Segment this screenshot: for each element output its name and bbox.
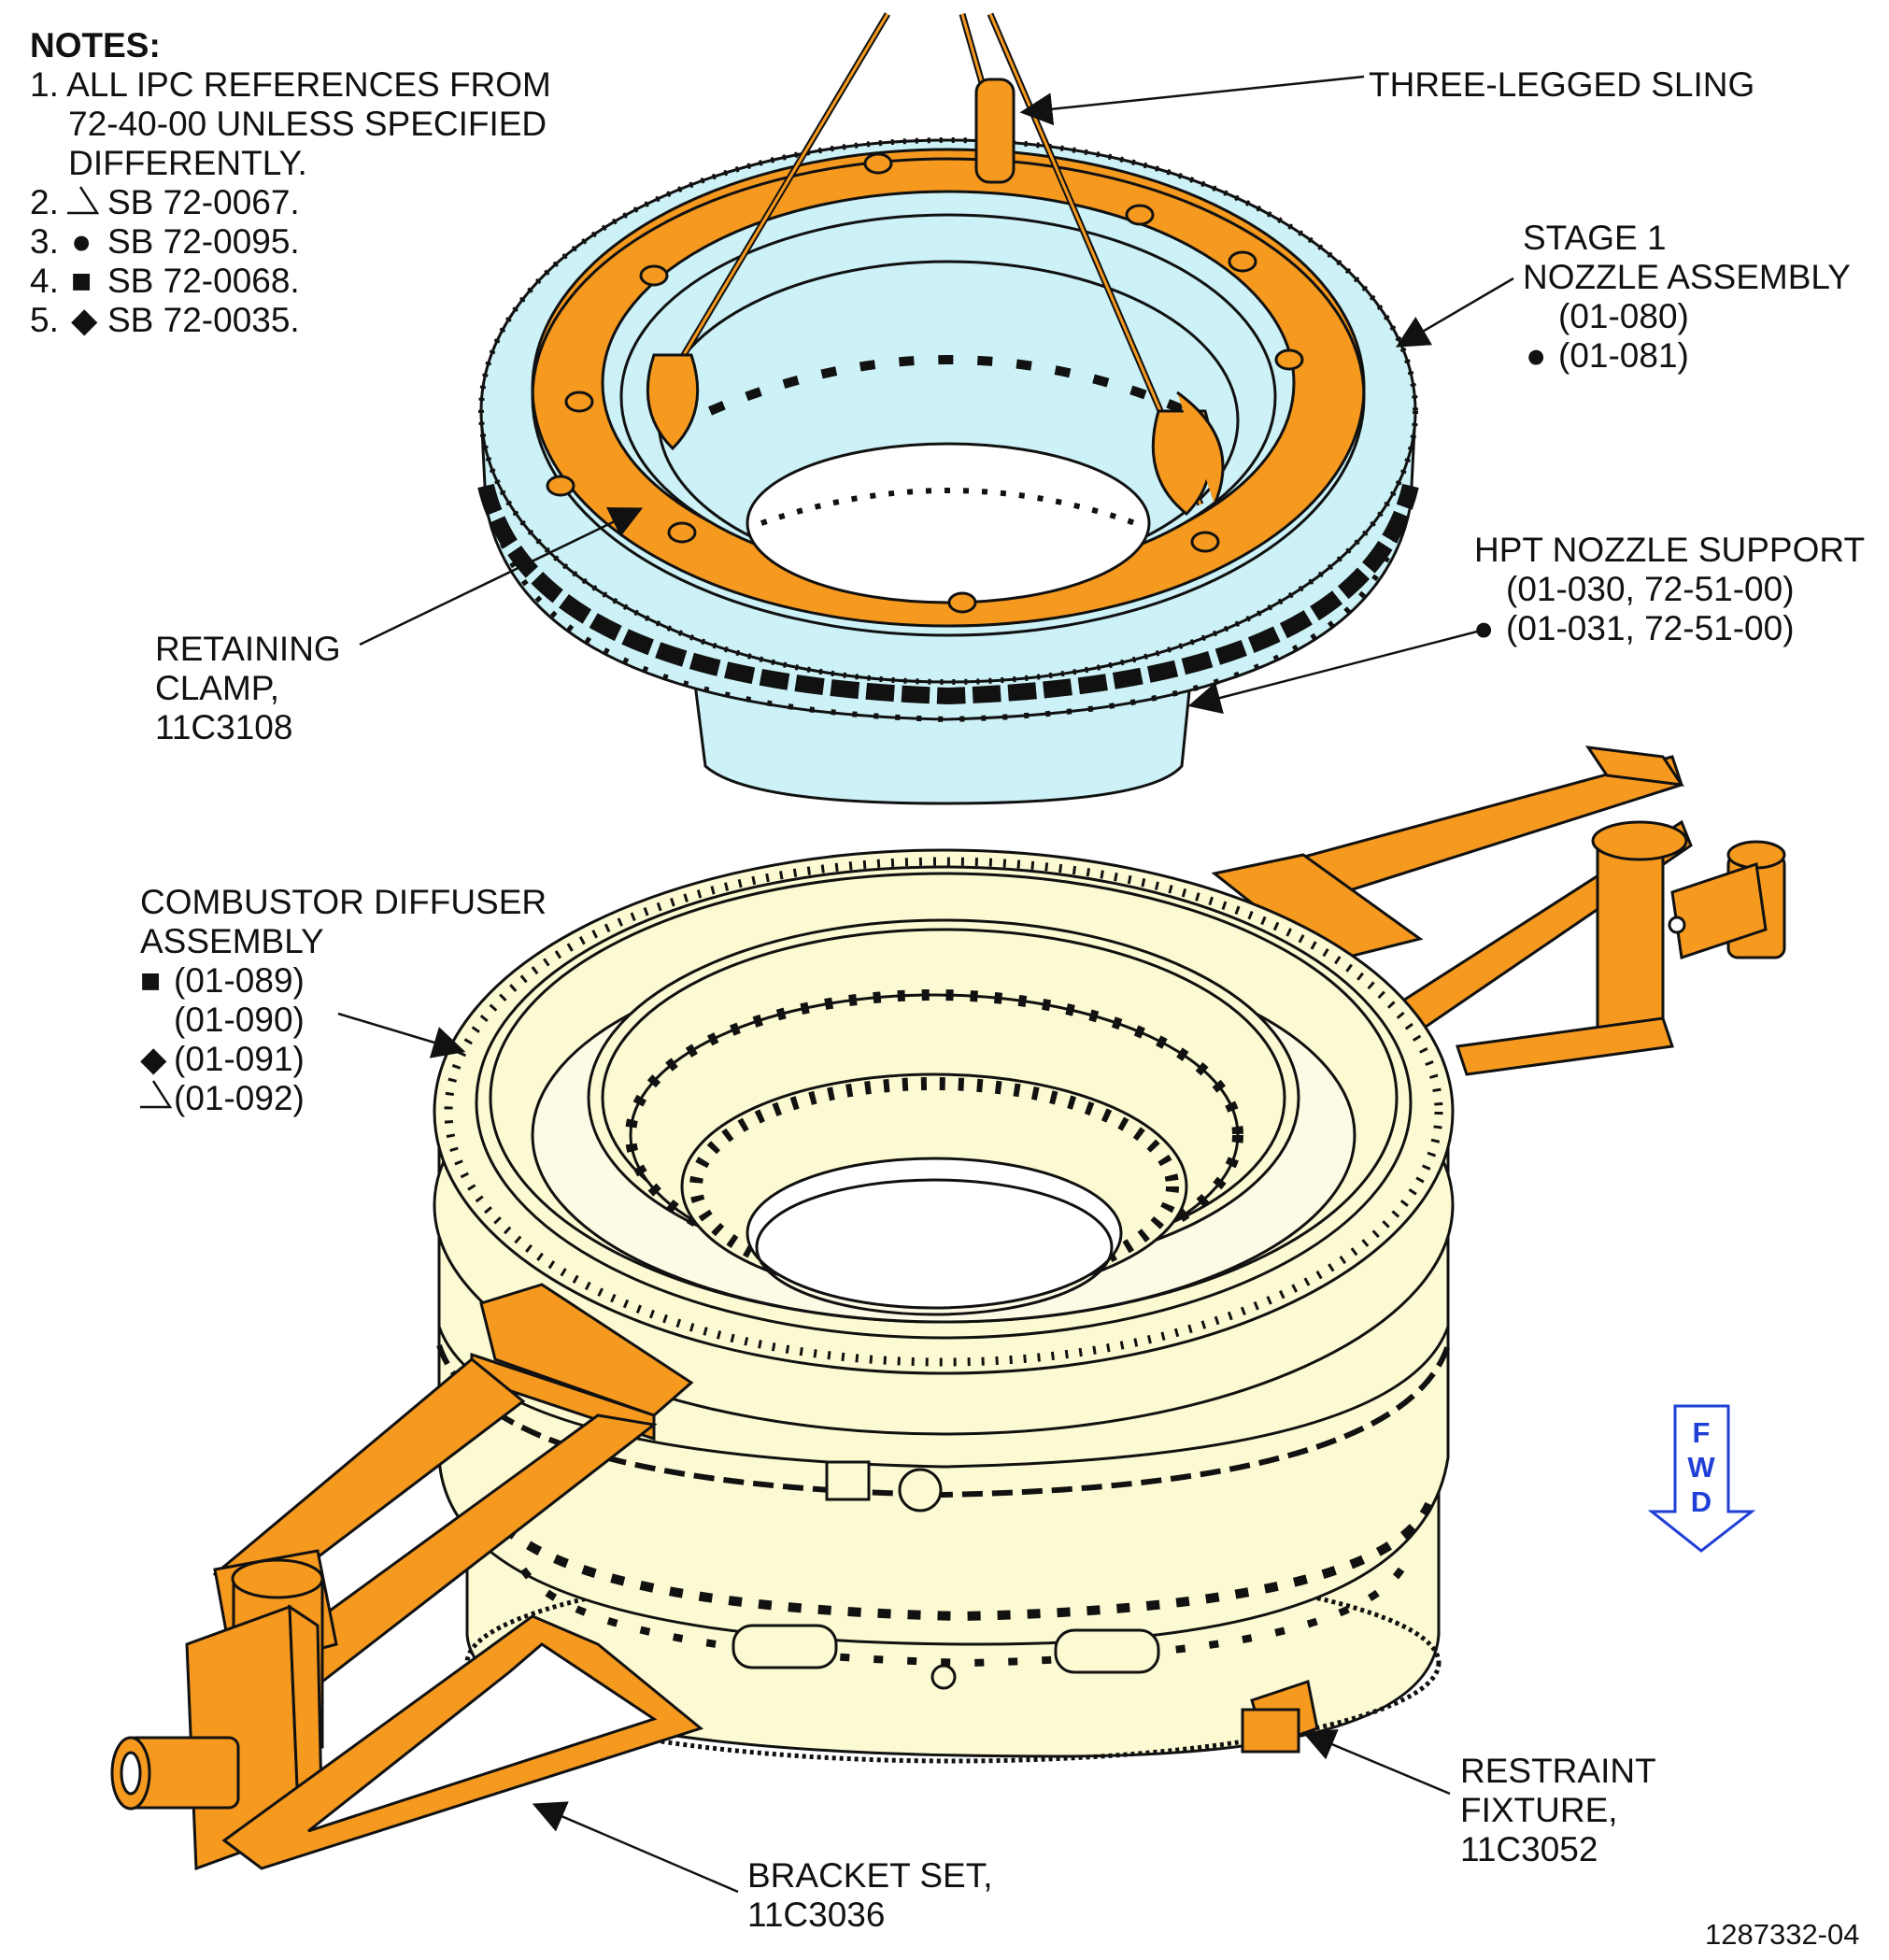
hpt-line-3: (01-031, 72-51-00): [1506, 609, 1795, 647]
triangle-flag-icon-combustor: [140, 1080, 173, 1109]
fwd-letter-f: F: [1692, 1416, 1711, 1449]
square-icon: ■: [71, 262, 92, 300]
bracket-line-2: 11C3036: [747, 1896, 886, 1934]
hpt-line-2: (01-030, 72-51-00): [1506, 570, 1795, 608]
combustor-line-5: (01-091): [174, 1040, 305, 1078]
clamp-line-1: RETAINING: [155, 630, 341, 668]
note-2-number: 2.: [30, 183, 59, 221]
fwd-letter-d: D: [1690, 1485, 1712, 1518]
combustor-line-4: (01-090): [174, 1001, 305, 1039]
restraint-line-2: FIXTURE,: [1460, 1791, 1618, 1829]
diamond-icon: ◆: [71, 301, 98, 339]
bracket-set-rear: [1211, 746, 1786, 1076]
stage1-line-1: STAGE 1: [1523, 219, 1667, 257]
bracket-line-1: BRACKET SET,: [747, 1856, 993, 1895]
hpt-line-1: HPT NOZZLE SUPPORT: [1474, 531, 1866, 569]
circle-icon-stage1: ●: [1526, 336, 1547, 375]
restraint-line-3: 11C3052: [1460, 1830, 1598, 1868]
note-1-line-2: 72-40-00 UNLESS SPECIFIED: [30, 105, 547, 143]
note-1-line-1: 1. ALL IPC REFERENCES FROM: [30, 65, 551, 104]
notes-title: NOTES:: [30, 26, 161, 64]
note-5-text: SB 72-0035.: [107, 301, 300, 339]
note-4-number: 4.: [30, 262, 59, 300]
leader-lines: [337, 75, 1514, 1894]
combustor-line-1: COMBUSTOR DIFFUSER: [140, 883, 547, 921]
clamp-line-2: CLAMP,: [155, 669, 279, 707]
combustor-line-6: (01-092): [174, 1079, 305, 1117]
fwd-letter-w: W: [1687, 1451, 1715, 1484]
note-4-text: SB 72-0068.: [107, 262, 300, 300]
triangle-flag-icon: [67, 186, 100, 215]
stage1-line-3: (01-080): [1558, 297, 1689, 335]
retaining-clamp: [531, 148, 1366, 637]
restraint-line-1: RESTRAINT: [1460, 1752, 1656, 1790]
note-3-number: 3.: [30, 222, 59, 261]
combustor-line-3: (01-089): [174, 961, 305, 1000]
diamond-icon-combustor: ◆: [140, 1040, 167, 1078]
clamp-line-3: 11C3108: [155, 708, 293, 746]
stage1-line-2: NOZZLE ASSEMBLY: [1523, 258, 1851, 296]
figure-id: 1287332-04: [1705, 1918, 1860, 1951]
fwd-arrow-icon: [1647, 1404, 1756, 1553]
sling-label: THREE-LEGGED SLING: [1369, 65, 1755, 104]
three-legged-sling: [646, 12, 1225, 517]
note-3-text: SB 72-0095.: [107, 222, 300, 261]
bracket-set-front: [110, 1283, 1319, 1871]
square-icon-combustor: ■: [140, 961, 162, 1000]
note-5-number: 5.: [30, 301, 59, 339]
combustor-diffuser-assembly: [433, 848, 1455, 1764]
combustor-line-2: ASSEMBLY: [140, 922, 324, 960]
note-1-line-3: DIFFERENTLY.: [30, 144, 307, 182]
stage1-line-4: (01-081): [1558, 336, 1689, 375]
circle-icon-hpt: ●: [1473, 609, 1495, 647]
note-2-text: SB 72-0067.: [107, 183, 300, 221]
circle-icon: ●: [71, 222, 92, 261]
